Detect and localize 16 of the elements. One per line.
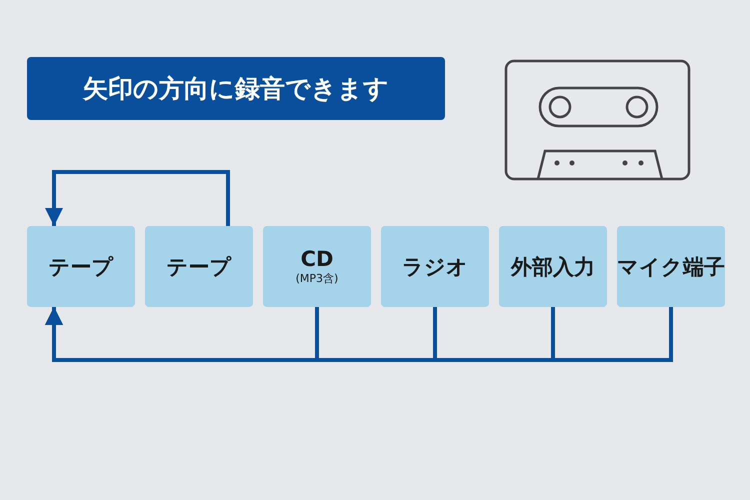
source-box (381, 226, 489, 307)
source-label: テープ (48, 254, 114, 280)
source-label: マイク端子 (617, 254, 725, 280)
arrow (45, 307, 673, 362)
source-box (27, 226, 135, 307)
arrow (45, 170, 230, 226)
source-box (499, 226, 607, 307)
source-label: テープ (166, 254, 232, 280)
source-box (263, 226, 371, 307)
source-box (617, 226, 725, 307)
source-label: ラジオ (402, 254, 468, 280)
source-box (145, 226, 253, 307)
title-banner: 矢印の方向に録音できます (27, 57, 445, 120)
source-label: CD (300, 247, 334, 271)
source-label: 外部入力 (511, 254, 595, 280)
note-text: (MP3含) (296, 271, 338, 286)
